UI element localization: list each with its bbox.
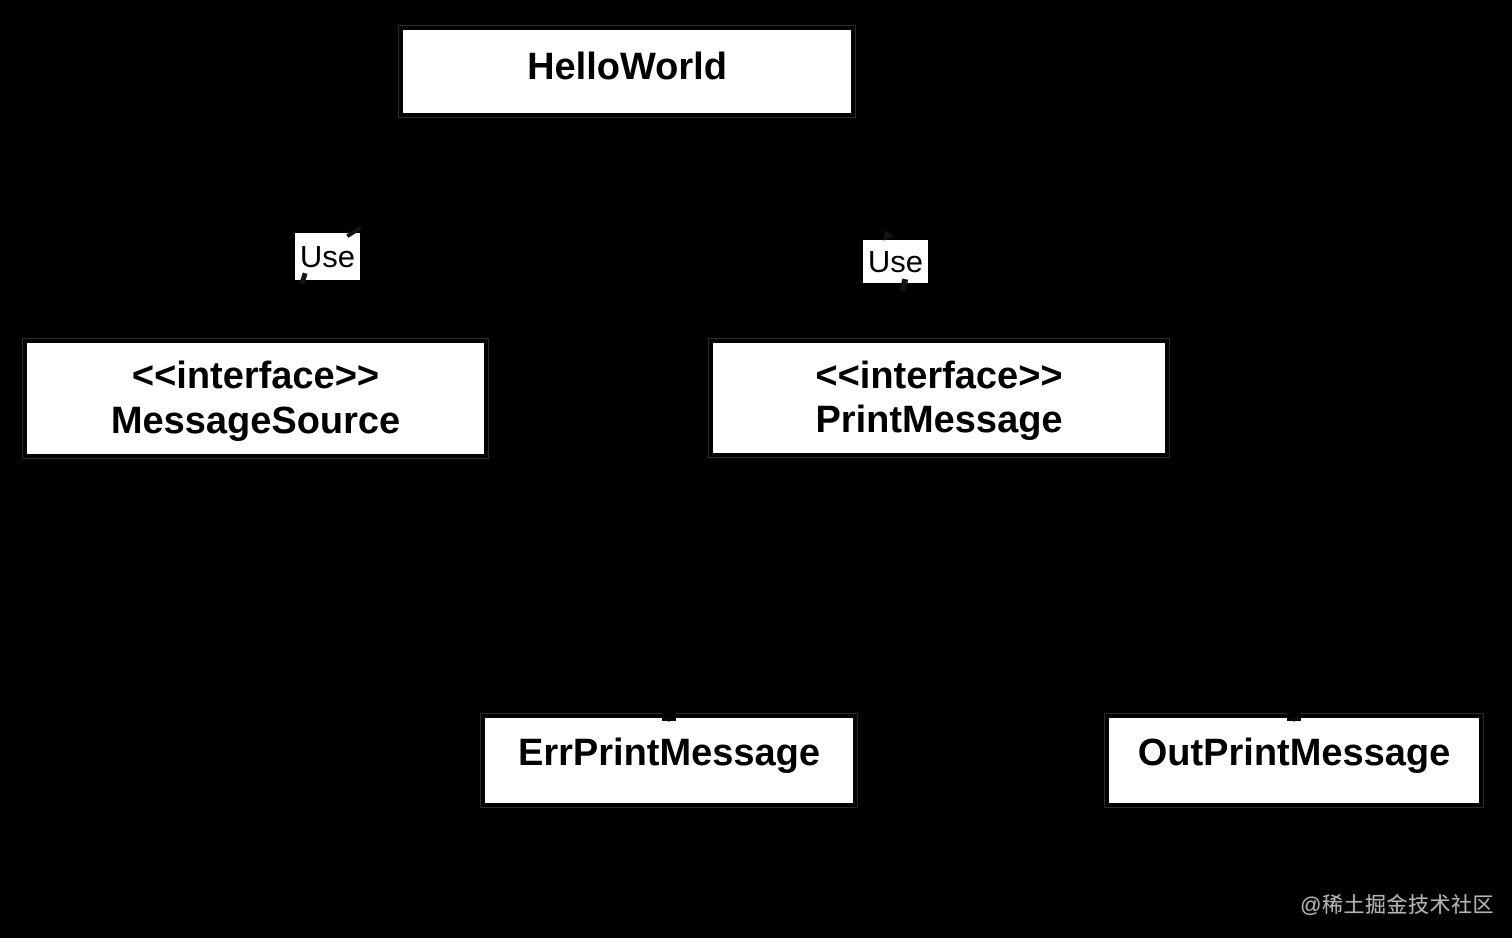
class-box-helloworld: HelloWorld (398, 25, 856, 118)
dependency-label-use-left: Use (295, 226, 362, 285)
interface-name-label: MessageSource (110, 399, 401, 442)
dependency-dash-fragment (346, 226, 362, 238)
realization-arrow-tip (662, 711, 676, 721)
class-name-label: ErrPrintMessage (517, 732, 820, 775)
class-box-errprintmessage: ErrPrintMessage (480, 711, 858, 808)
stereotype-label: <<interface>> (131, 355, 380, 398)
watermark-text: @稀土掘金技术社区 (1300, 894, 1494, 917)
interface-name-label: PrintMessage (815, 399, 1063, 441)
realization-arrow-tip (1287, 711, 1301, 721)
interface-box-printmessage: <<interface>> PrintMessage (708, 338, 1170, 458)
dependency-label-use-right: Use (863, 240, 928, 292)
class-box-outprintmessage: OutPrintMessage (1104, 711, 1484, 808)
interface-box-messagesource: <<interface>> MessageSource (22, 338, 489, 459)
dependency-label-text: Use (867, 243, 924, 279)
stereotype-label: <<interface>> (815, 354, 1063, 397)
class-name-label: HelloWorld (527, 46, 727, 89)
dependency-arrowhead-fragment (880, 228, 894, 241)
dependency-label-text: Use (299, 238, 356, 274)
class-name-label: OutPrintMessage (1137, 732, 1451, 775)
dependency-dash-fragment (899, 278, 909, 292)
